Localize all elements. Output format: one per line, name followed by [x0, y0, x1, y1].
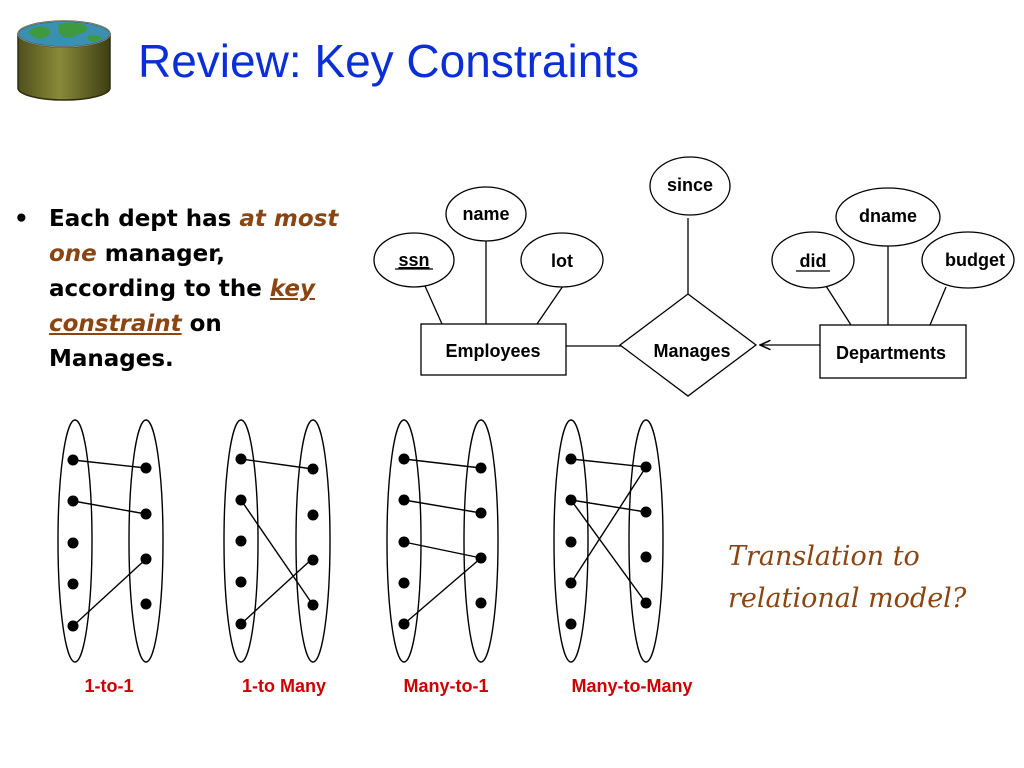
attribute-budget-label: budget [945, 250, 1005, 270]
bullet-text: Each dept has at most one manager, accor… [49, 202, 349, 377]
entity-dot [565, 618, 577, 630]
ssn-connector [424, 285, 443, 325]
attribute-budget: budget [921, 231, 1015, 289]
bullet-part-2: manager, according to the [49, 241, 270, 302]
bullet-part-3: on Manages. [49, 311, 222, 372]
attribute-name-label: name [462, 204, 509, 224]
attribute-dname-label: dname [859, 206, 917, 226]
entity-dot [140, 598, 152, 610]
entity-employees-label: Employees [445, 341, 540, 361]
entity-dot [640, 597, 652, 609]
entity-dot [307, 509, 319, 521]
entity-dot [475, 552, 487, 564]
label-one-to-one: 1-to-1 [85, 676, 134, 696]
attribute-lot-label: lot [551, 251, 573, 271]
entity-dot [475, 462, 487, 474]
cardinality-diagrams: 1-to-1 1-to Many Many-to-1 Many-to-Many [57, 419, 693, 696]
entity-dot [140, 508, 152, 520]
relationship-manages: Manages [618, 293, 758, 397]
attribute-did-label: did [800, 251, 827, 271]
er-diagram: ssn name lot since dname did budget [373, 156, 1015, 397]
entity-dot [565, 536, 577, 548]
entity-dots [67, 453, 652, 632]
entity-dot [398, 536, 410, 548]
entity-dot [140, 553, 152, 565]
label-one-to-many: 1-to Many [242, 676, 326, 696]
budget-connector [929, 286, 947, 326]
er-connectors [424, 218, 947, 346]
entity-dot [140, 462, 152, 474]
diagram-many-to-many [553, 419, 664, 663]
bullet-part-1: Each dept has [49, 206, 240, 232]
attribute-name: name [445, 186, 527, 242]
relationship-manages-label: Manages [653, 341, 730, 361]
attribute-since-label: since [667, 175, 713, 195]
diagram-many-to-one [386, 419, 499, 663]
diagram-one-to-one [57, 419, 164, 663]
attribute-did: did [771, 231, 855, 289]
entity-departments-label: Departments [836, 343, 946, 363]
attribute-dname: dname [835, 187, 941, 247]
label-many-to-one: Many-to-1 [404, 676, 489, 696]
entity-dot [640, 461, 652, 473]
bullet-marker: • [14, 206, 29, 232]
entity-dot [235, 535, 247, 547]
entity-dot [475, 597, 487, 609]
entity-dot [565, 494, 577, 506]
entity-dot [640, 551, 652, 563]
entity-employees: Employees [420, 323, 567, 376]
label-many-to-many: Many-to-Many [572, 676, 693, 696]
entity-dot [565, 453, 577, 465]
entity-dot [67, 578, 79, 590]
entity-dot [398, 577, 410, 589]
diagram-one-to-many [223, 419, 331, 663]
entity-dot [307, 463, 319, 475]
entity-dot [235, 576, 247, 588]
entity-dot [67, 454, 79, 466]
lot-connector [536, 285, 564, 325]
did-connector [825, 285, 852, 326]
entity-dot [398, 494, 410, 506]
entity-dot [565, 577, 577, 589]
entity-dot [67, 620, 79, 632]
entity-dot [307, 554, 319, 566]
emphasis-key-constraint: key constraint [49, 276, 315, 337]
attribute-lot: lot [520, 232, 604, 288]
entity-dot [475, 507, 487, 519]
entity-dot [398, 618, 410, 630]
entity-dot [235, 618, 247, 630]
attribute-ssn-label: ssn [398, 250, 429, 270]
entity-dot [307, 599, 319, 611]
entity-dot [235, 453, 247, 465]
entity-dot [67, 537, 79, 549]
translation-note: Translation to relational model? [728, 541, 967, 614]
emphasis-at-most-one: at most one [49, 206, 339, 267]
attribute-ssn: ssn [373, 232, 455, 288]
entity-dot [640, 506, 652, 518]
attribute-since: since [649, 156, 731, 216]
entity-departments: Departments [819, 324, 967, 379]
slide-title: Review: Key Constraints [138, 35, 640, 87]
entity-dot [398, 453, 410, 465]
entity-dot [235, 494, 247, 506]
database-globe-icon [17, 20, 111, 101]
entity-dot [67, 495, 79, 507]
